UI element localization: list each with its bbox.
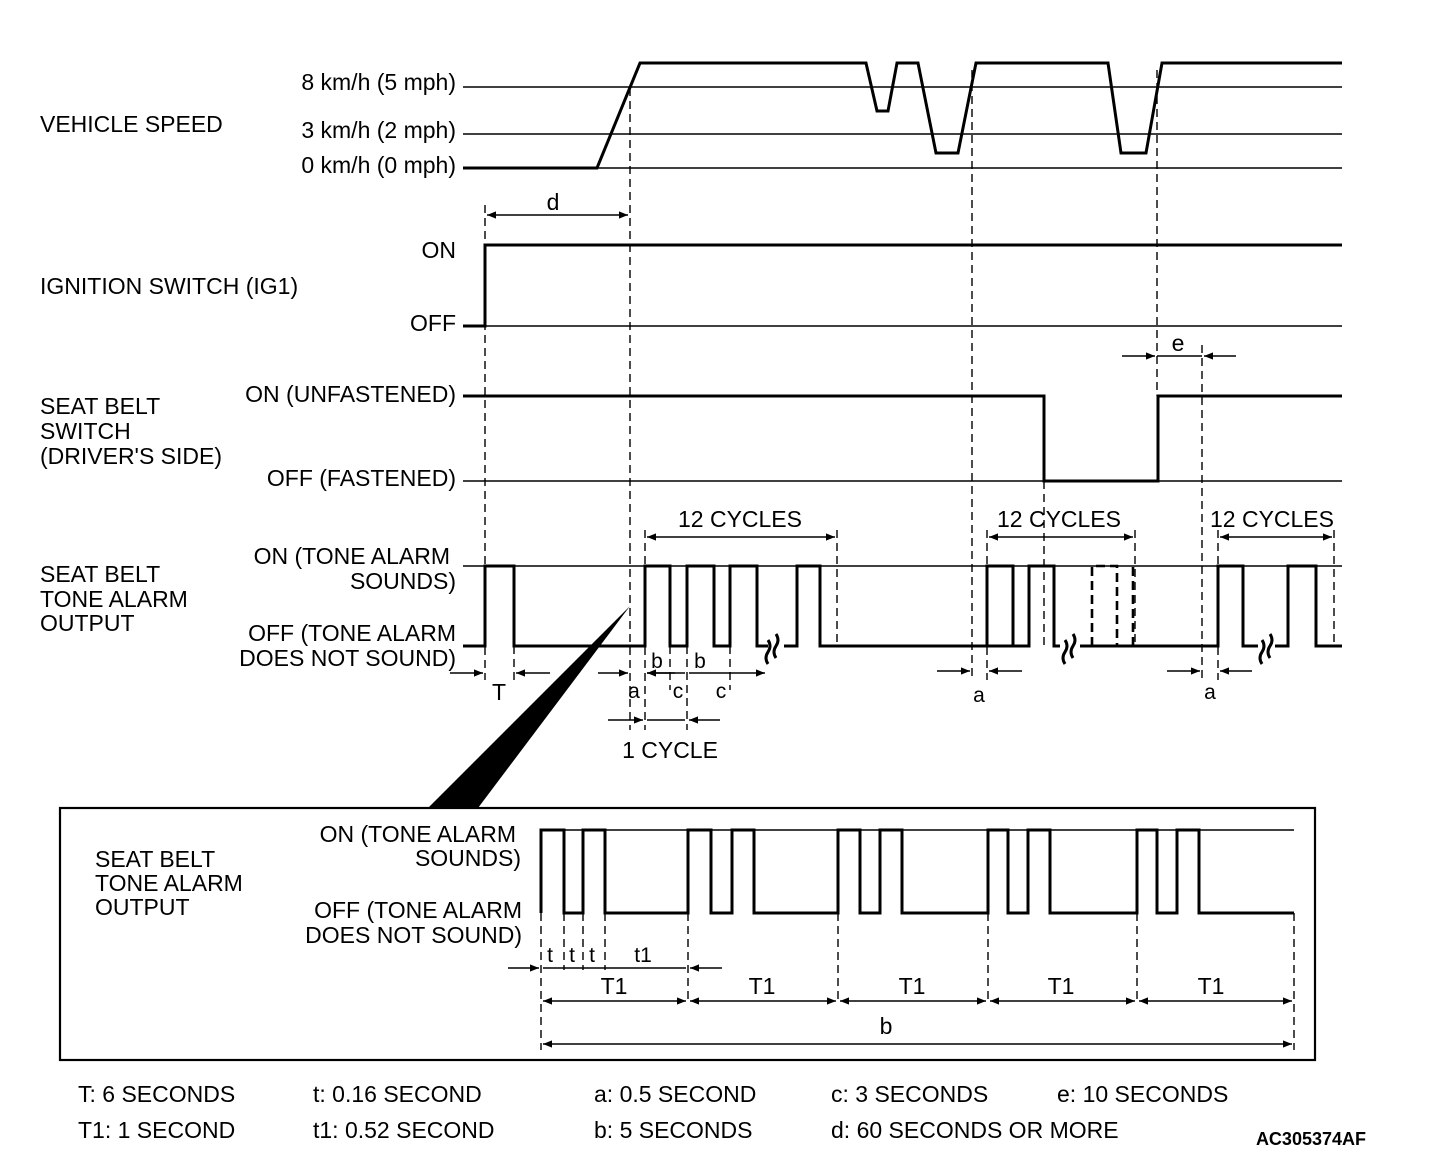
vehicle-speed-section: VEHICLE SPEED 8 km/h (5 mph) 3 km/h (2 m…: [40, 61, 1342, 178]
tone-alarm-section: SEAT BELT TONE ALARM OUTPUT ON (TONE ALA…: [40, 543, 1342, 671]
zoom-alarm-off-1: OFF (TONE ALARM: [314, 897, 522, 923]
break-mark-1: [764, 633, 780, 665]
zoom-mark-T1-1: T1: [601, 973, 628, 999]
alarm-on-label-2: SOUNDS): [350, 568, 456, 594]
seat-belt-switch-trace: [463, 394, 1342, 483]
zoom-mark-t-3: t: [589, 944, 595, 967]
cycles-label-3: 12 CYCLES: [1210, 506, 1334, 532]
zoom-alarm-on-1: ON (TONE ALARM: [320, 821, 516, 847]
mark-c-1: c: [673, 680, 684, 703]
dimension-marks: d e 12 CYCLES 12 CYCLES 12 CYCLES: [487, 189, 1334, 541]
tone-alarm-label-1: SEAT BELT: [40, 561, 160, 587]
seat-belt-switch-section: SEAT BELT SWITCH (DRIVER'S SIDE) ON (UNF…: [40, 381, 1342, 491]
mark-b-2: b: [694, 650, 706, 673]
alarm-off-label-1: OFF (TONE ALARM: [248, 620, 456, 646]
tone-alarm-label-3: OUTPUT: [40, 610, 135, 636]
figure-code: AC305374AF: [1256, 1129, 1366, 1149]
tone-alarm-trace-3: [1080, 564, 1258, 648]
mark-d: d: [547, 189, 560, 215]
vehicle-speed-label: VEHICLE SPEED: [40, 111, 223, 137]
seat-belt-switch-label-1: SEAT BELT: [40, 393, 160, 419]
zoom-mark-b: b: [880, 1013, 893, 1039]
mark-a-1: a: [628, 680, 640, 703]
mark-b-1: b: [651, 650, 663, 673]
cycle-1-label: 1 CYCLE: [622, 737, 718, 763]
switch-on-label: ON (UNFASTENED): [245, 381, 456, 407]
mark-c-2: c: [716, 680, 727, 703]
zoom-mark-t1: t1: [634, 944, 652, 967]
zoom-mark-T1-3: T1: [899, 973, 926, 999]
tone-alarm-trace-1: [463, 564, 768, 648]
mark-a-2: a: [973, 684, 985, 707]
vertical-guides: [484, 70, 1335, 730]
alarm-on-label-1: ON (TONE ALARM: [254, 543, 450, 569]
break-mark-2: [1061, 633, 1077, 665]
speed-0-label: 0 km/h (0 mph): [301, 152, 456, 178]
vehicle-speed-trace: [463, 61, 1342, 170]
legend-b: b: 5 SECONDS: [594, 1117, 753, 1143]
ignition-switch-trace: [463, 243, 1342, 328]
zoom-alarm-label-3: OUTPUT: [95, 894, 190, 920]
seat-belt-switch-label-2: SWITCH: [40, 418, 131, 444]
legend-T1: T1: 1 SECOND: [78, 1117, 235, 1143]
zoom-vertical-guides: [540, 913, 1295, 1050]
zoom-mark-t-1: t: [547, 944, 553, 967]
zoom-alarm-off-2: DOES NOT SOUND): [305, 922, 522, 948]
zoom-alarm-on-2: SOUNDS): [415, 845, 521, 871]
zoom-mark-T1-4: T1: [1048, 973, 1075, 999]
ignition-on-label: ON: [422, 237, 457, 263]
zoom-alarm-label-2: TONE ALARM: [95, 870, 243, 896]
legend-T: T: 6 SECONDS: [78, 1081, 235, 1107]
speed-3-label: 3 km/h (2 mph): [301, 117, 456, 143]
break-mark-3: [1258, 633, 1274, 665]
legend-e: e: 10 SECONDS: [1057, 1081, 1228, 1107]
legend-c: c: 3 SECONDS: [831, 1081, 988, 1107]
mark-T: T: [492, 679, 506, 705]
seat-belt-switch-label-3: (DRIVER'S SIDE): [40, 443, 222, 469]
tone-alarm-label-2: TONE ALARM: [40, 586, 188, 612]
zoom-detail-box: SEAT BELT TONE ALARM OUTPUT ON (TONE ALA…: [58, 806, 1317, 1062]
zoom-mark-T1-5: T1: [1198, 973, 1225, 999]
cycles-label-1: 12 CYCLES: [678, 506, 802, 532]
zoom-callout-wedge: [428, 606, 630, 808]
alarm-off-label-2: DOES NOT SOUND): [239, 645, 456, 671]
zoom-tone-alarm-trace: [539, 828, 1294, 915]
mark-a-3: a: [1204, 681, 1216, 704]
tone-alarm-trace-4: [1275, 564, 1342, 648]
legend-a: a: 0.5 SECOND: [594, 1081, 756, 1107]
legend-d: d: 60 SECONDS OR MORE: [831, 1117, 1119, 1143]
legend-t: t: 0.16 SECOND: [313, 1081, 482, 1107]
speed-8-label: 8 km/h (5 mph): [301, 69, 456, 95]
cycles-label-2: 12 CYCLES: [997, 506, 1121, 532]
ignition-switch-section: IGNITION SWITCH (IG1) ON OFF: [40, 237, 1342, 336]
timing-marks-under-alarm: T a b b c c 1 CYCLE a a: [450, 650, 1252, 763]
zoom-alarm-label-1: SEAT BELT: [95, 846, 215, 872]
switch-off-label: OFF (FASTENED): [267, 465, 456, 491]
zoom-mark-T1-2: T1: [749, 973, 776, 999]
tone-alarm-trace-2: [784, 564, 1060, 648]
ignition-off-label: OFF: [410, 310, 456, 336]
mark-e: e: [1172, 330, 1185, 356]
legend: T: 6 SECONDS T1: 1 SECOND t: 0.16 SECOND…: [78, 1081, 1366, 1149]
tone-alarm-cancelled-pulses-2: [1052, 564, 1135, 646]
legend-t1: t1: 0.52 SECOND: [313, 1117, 495, 1143]
zoom-mark-t-2: t: [569, 944, 575, 967]
ignition-switch-label: IGNITION SWITCH (IG1): [40, 273, 298, 299]
